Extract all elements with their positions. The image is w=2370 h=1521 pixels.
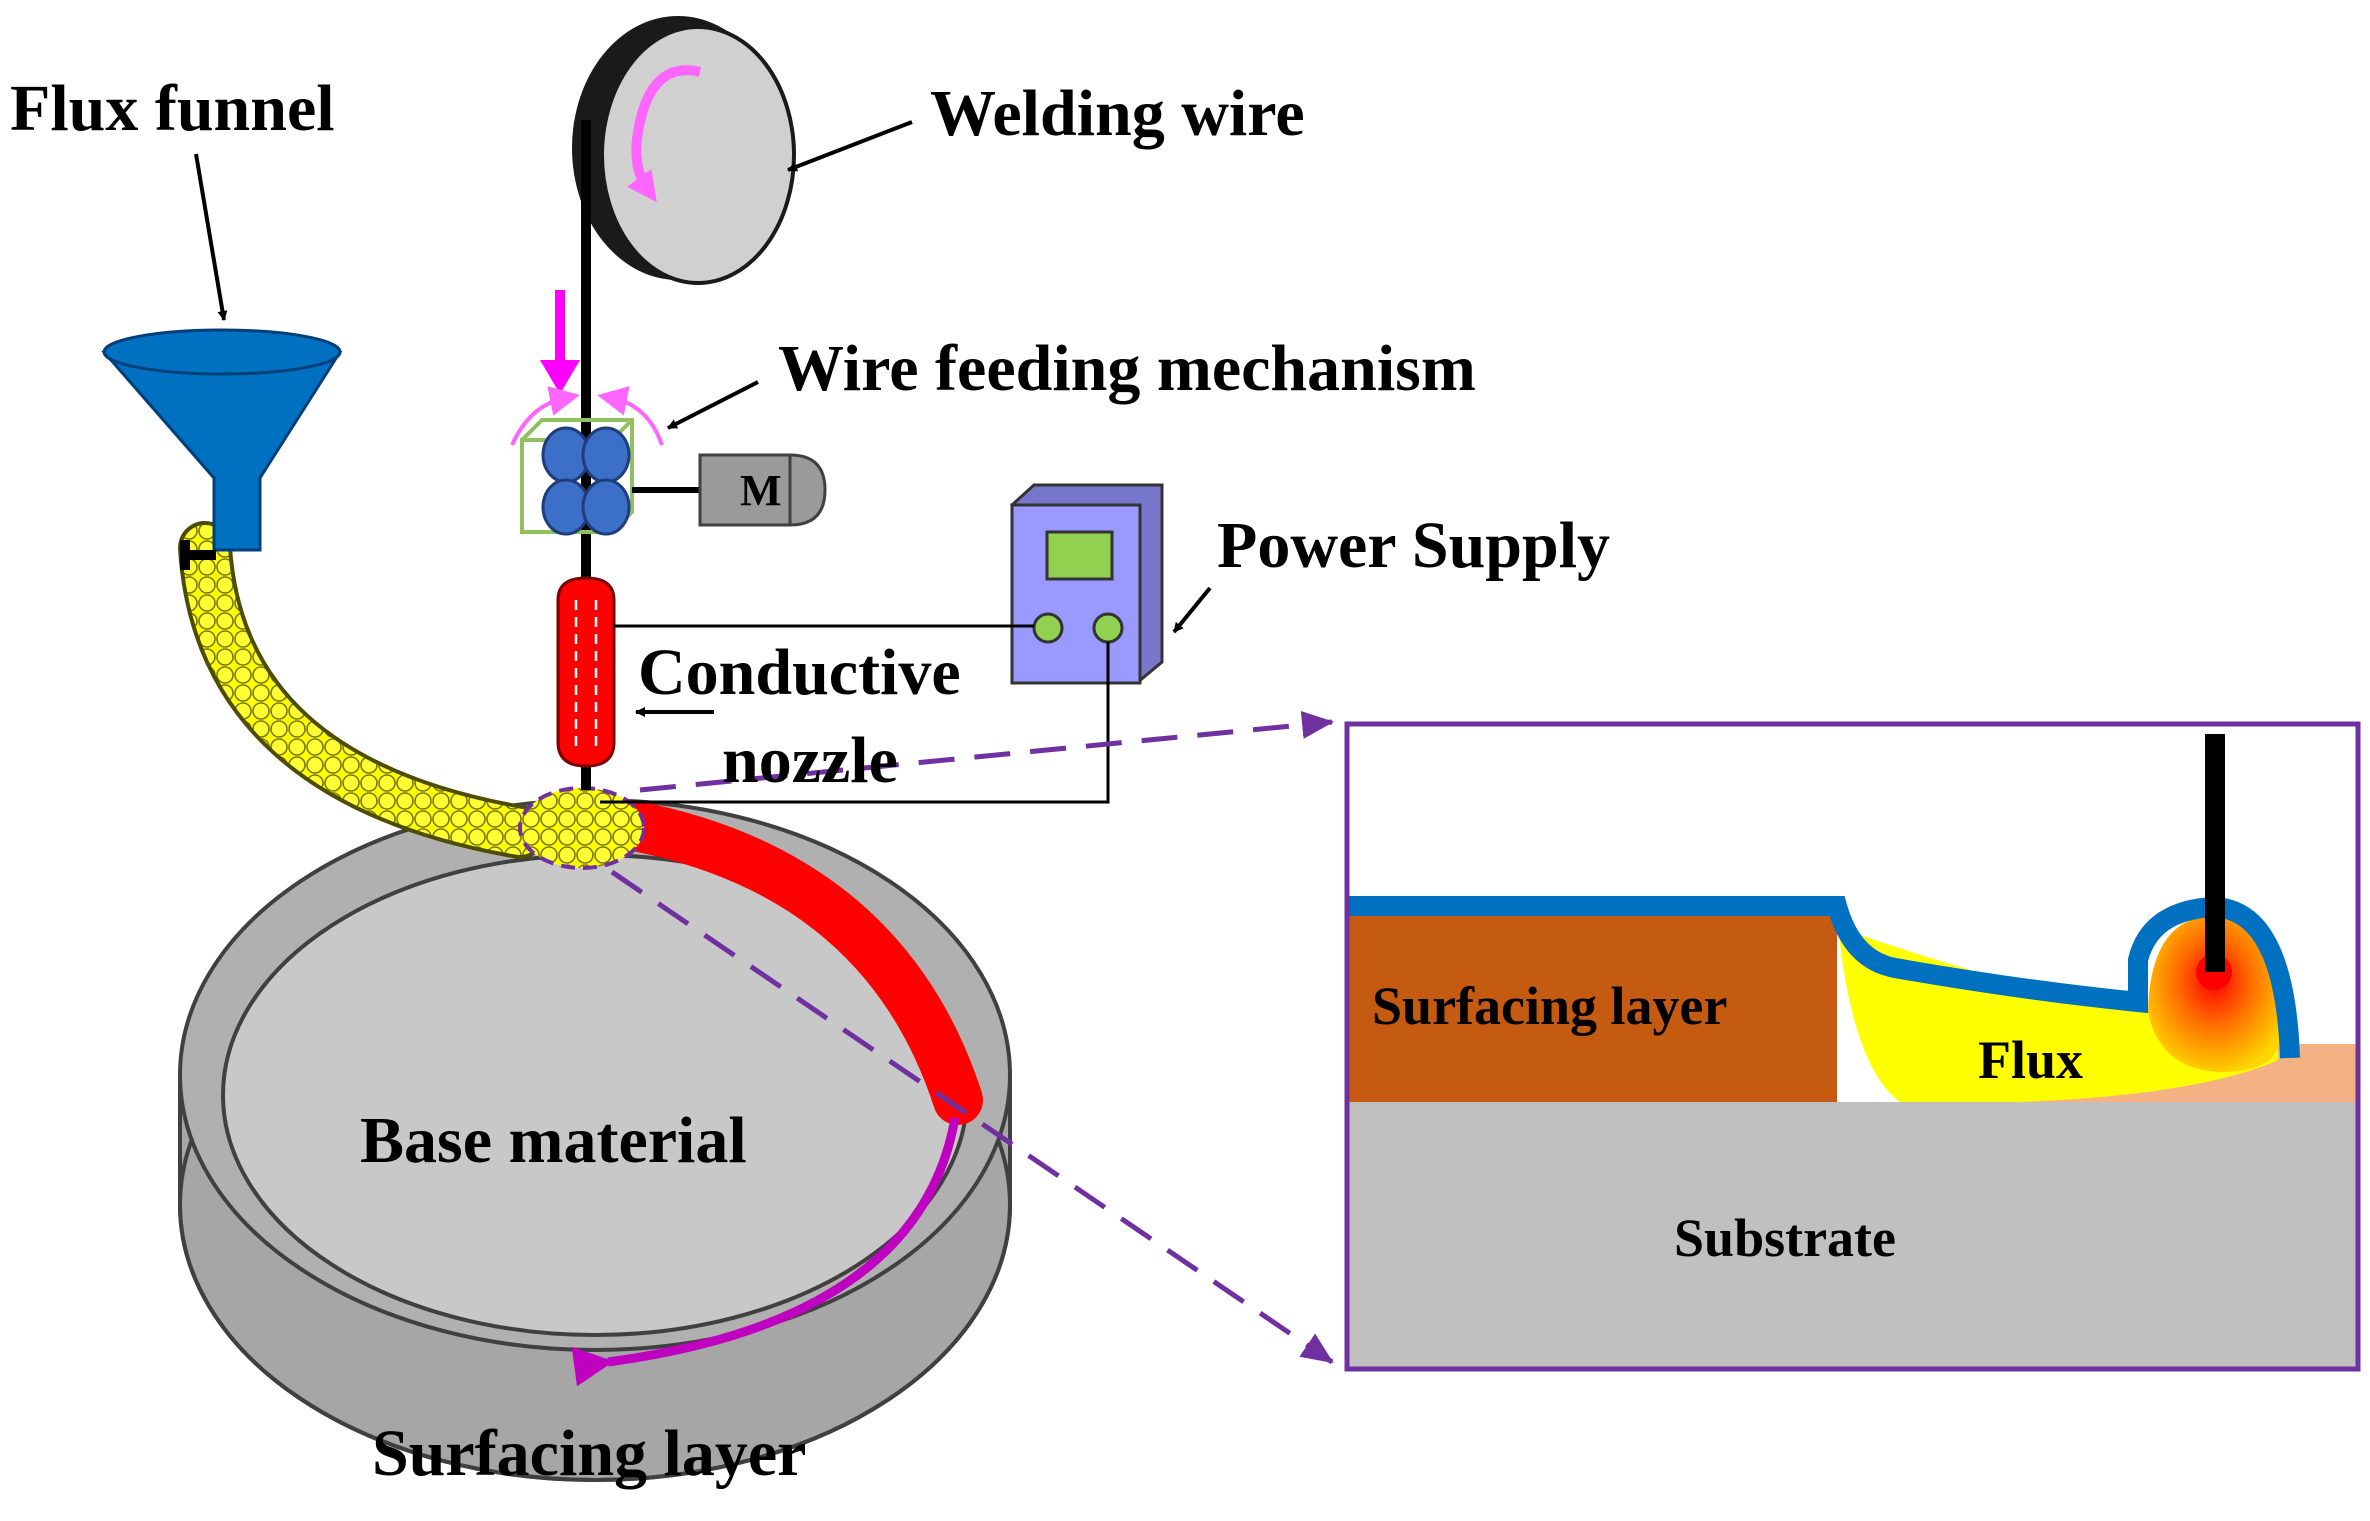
wire-feeding-leader xyxy=(667,380,759,430)
flux-funnel-leader xyxy=(194,153,228,321)
base-material-label: Base material xyxy=(360,1104,747,1177)
conductive-nozzle-label-2: nozzle xyxy=(722,724,898,797)
flux-pile xyxy=(518,786,646,870)
welding-wire-leader xyxy=(787,120,913,172)
zoom-line-bottom xyxy=(610,869,1334,1365)
power-supply-leader xyxy=(1172,586,1212,634)
welding-wire-label: Welding wire xyxy=(930,77,1305,150)
inset-substrate-label: Substrate xyxy=(1674,1208,1896,1268)
zoom-line-top xyxy=(639,711,1334,793)
cross-section-inset xyxy=(1344,721,2361,1372)
wire-feeding-label: Wire feeding mechanism xyxy=(778,332,1476,405)
welding-wire-spool xyxy=(572,16,796,285)
wire-feeding-mechanism xyxy=(510,290,827,536)
surfacing-layer-label: Surfacing layer xyxy=(372,1417,806,1490)
rotation-arrow xyxy=(571,1117,960,1387)
weld-bead xyxy=(575,795,983,1125)
inset-surfacing-layer-label: Surfacing layer xyxy=(1372,976,1727,1036)
flux-funnel xyxy=(101,328,547,859)
power-supply-label: Power Supply xyxy=(1217,509,1610,582)
conductive-nozzle-label-1: Conductive xyxy=(638,636,961,709)
flux-funnel-label: Flux funnel xyxy=(10,72,335,145)
power-cable-workpiece xyxy=(600,642,1110,804)
inset-flux-label: Flux xyxy=(1978,1030,2083,1090)
motor-label: M xyxy=(740,466,782,515)
base-material-disk xyxy=(178,798,1012,1482)
conductive-nozzle xyxy=(556,576,616,768)
power-supply xyxy=(1010,483,1164,685)
